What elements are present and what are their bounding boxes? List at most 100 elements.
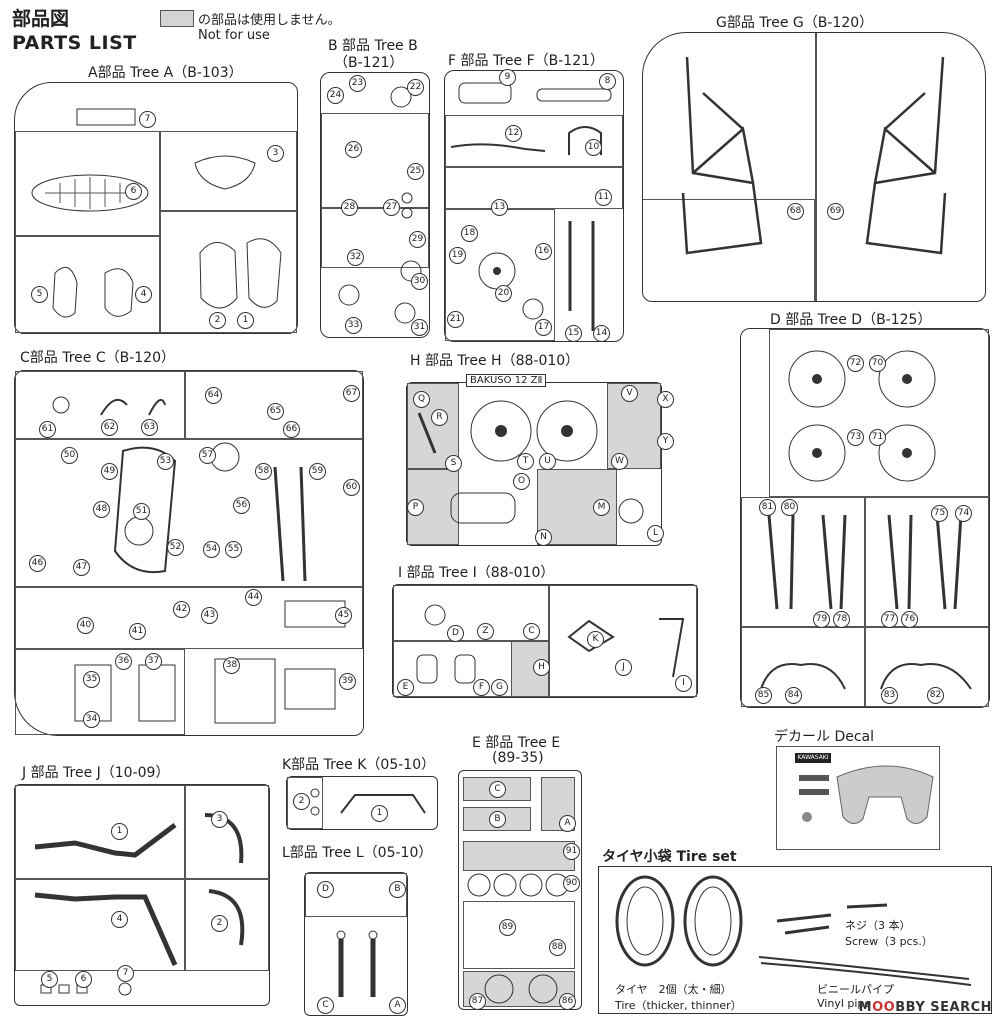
part-c-49: 49 [101,463,118,480]
part-d-71: 71 [869,429,886,446]
part-d-75: 75 [931,505,948,522]
part-h-o: O [513,473,530,490]
part-c-43: 43 [201,607,218,624]
part-c-39: 39 [339,673,356,690]
legend-jp: の部品は使用しません。 [198,13,341,28]
part-c-50: 50 [61,447,78,464]
part-h-q: Q [413,391,430,408]
part-c-48: 48 [93,501,110,518]
tree-k-label: K部品 Tree K（05-10） [282,757,436,773]
tree-f-sprue: 9 8 12 10 11 13 18 16 19 20 21 17 15 14 [444,69,624,342]
part-c-35: 35 [83,671,100,688]
part-b-22: 22 [407,79,424,96]
part-c-56: 56 [233,497,250,514]
part-l-d: D [317,881,334,898]
part-b-33: 33 [345,317,362,334]
tree-i-parts-drawing [416,604,685,684]
part-e-b: B [489,811,506,828]
part-c-58: 58 [255,463,272,480]
part-d-70: 70 [869,355,886,372]
tree-b-label: B 部品 Tree B [328,38,418,54]
part-b-26: 26 [345,141,362,158]
part-i-c: C [523,623,540,640]
part-j-2: 2 [211,915,228,932]
tree-k-sprue: 2 1 [286,776,438,830]
part-c-47: 47 [73,559,90,576]
part-f-8: 8 [599,73,616,90]
tree-l-sprue: D B C A [304,872,408,1016]
part-h-n: N [535,529,552,546]
watermark: MOOBBY SEARCH [858,1000,992,1015]
part-d-85: 85 [755,687,772,704]
decal-artwork [799,765,934,824]
tree-g-sprue: 68 69 [642,32,986,302]
tree-h-sprue: Q R S T U V X Y W O P M N L [406,382,674,546]
tree-a-parts-drawing [31,108,282,318]
part-b-30: 30 [411,273,428,290]
part-e-87: 87 [469,993,486,1010]
part-l-a: A [389,997,406,1014]
part-h-u: U [539,453,556,470]
tree-c-label: C部品 Tree C（B-120） [20,350,175,366]
part-b-28: 28 [341,199,358,216]
tire-set-box: タイヤ 2個（太・細） Tire（thicker, thinner） ネジ（3 … [598,866,992,1014]
tree-d-parts-drawing [760,350,972,690]
part-i-k: K [587,631,604,648]
part-j-1: 1 [111,823,128,840]
part-i-j: J [615,659,632,676]
part-f-13: 13 [491,199,508,216]
part-i-d: D [447,625,464,642]
part-l-b: B [389,881,406,898]
part-h-x: X [657,391,674,408]
part-d-77: 77 [881,611,898,628]
title-jp: 部品図 [12,8,70,30]
part-c-63: 63 [141,419,158,436]
tree-h-tag: BAKUSO 12 ZⅡ [466,374,547,387]
part-c-57: 57 [199,447,216,464]
tree-j-label: J 部品 Tree J（10-09） [22,765,170,781]
part-c-36: 36 [115,653,132,670]
part-b-25: 25 [407,163,424,180]
tire-set-label: タイヤ小袋 Tire set [602,849,737,865]
part-h-m: M [593,499,610,516]
part-f-20: 20 [495,285,512,302]
part-f-14: 14 [593,325,610,342]
part-e-88: 88 [549,939,566,956]
part-c-37: 37 [145,653,162,670]
part-c-34: 34 [83,711,100,728]
part-c-41: 41 [129,623,146,640]
tree-b-parts-drawing [338,86,422,324]
tree-c-sprue: 61 62 63 64 65 66 67 50 49 53 57 58 59 6… [14,370,364,736]
part-i-f: F [473,679,490,696]
tree-e-sprue: C B A 91 90 89 88 87 86 [458,770,582,1010]
tree-f-label: F 部品 Tree F（B-121） [448,53,605,69]
part-d-76: 76 [901,611,918,628]
tree-d-label: D 部品 Tree D（B-125） [770,312,932,328]
part-f-21: 21 [447,311,464,328]
part-c-60: 60 [343,479,360,496]
part-b-31: 31 [411,319,428,336]
part-h-p: P [407,499,424,516]
part-e-91: 91 [563,843,580,860]
tree-a-label: A部品 Tree A（B-103） [88,65,243,81]
tree-a-sprue: 7 3 6 5 4 2 1 [14,82,298,334]
tree-c-parts-drawing [52,396,346,724]
part-c-66: 66 [283,421,300,438]
part-h-y: Y [657,433,674,450]
part-a-5: 5 [31,286,48,303]
tree-g-label: G部品 Tree G（B-120） [716,15,874,31]
part-k-2: 2 [293,793,310,810]
part-a-1: 1 [237,312,254,329]
part-a-6: 6 [125,183,142,200]
tree-d-sprue: 72 70 73 71 81 80 75 74 79 78 77 76 85 8… [740,328,990,708]
part-i-h: H [533,659,550,676]
pipe-jp: ビニールパイプ [817,983,894,996]
tree-l-parts-drawing [336,930,378,997]
part-f-9: 9 [499,69,516,86]
part-a-4: 4 [135,286,152,303]
title-en: PARTS LIST [12,32,137,54]
part-b-29: 29 [409,231,426,248]
decal-sheet: KAWASAKI [776,746,940,850]
part-a-3: 3 [267,145,284,162]
part-f-18: 18 [461,225,478,242]
